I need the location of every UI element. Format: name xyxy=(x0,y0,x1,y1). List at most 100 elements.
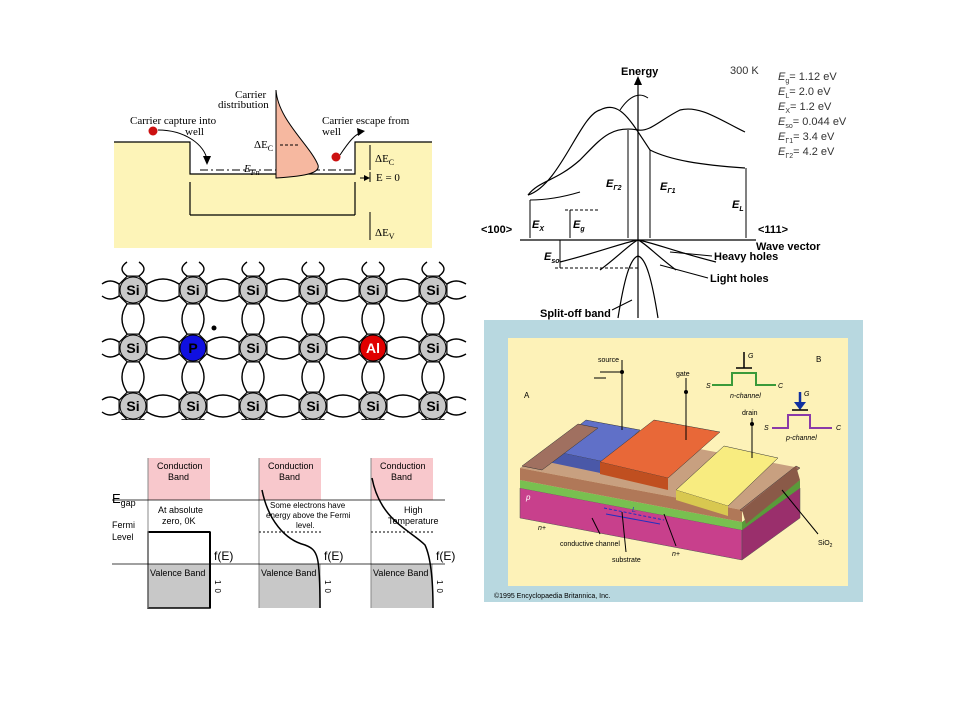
si-atom xyxy=(299,276,327,304)
e-zero-label: E = 0 xyxy=(376,172,400,184)
ex-label: EX xyxy=(532,219,545,233)
captured-carrier-dot xyxy=(148,126,158,136)
si-atom xyxy=(179,276,207,304)
valence-band-1: Valence Band xyxy=(150,568,205,578)
source-label: source xyxy=(598,357,619,364)
capture-label-1: Carrier capture into xyxy=(130,115,217,127)
heavy-holes-label: Heavy holes xyxy=(714,251,778,263)
conduction-band-3a: Conduction xyxy=(380,461,426,471)
band-param-5: EΓ2= 4.2 eV xyxy=(778,146,835,160)
si-atom-label: Si xyxy=(426,398,439,414)
aluminum-atom xyxy=(359,334,387,362)
si-atom xyxy=(359,276,387,304)
gate-label: gate xyxy=(676,371,690,378)
si-atom-label: Si xyxy=(246,398,259,414)
conduction-band-2b: Band xyxy=(279,472,300,482)
si-atom-label: Si xyxy=(306,340,319,356)
si-atom xyxy=(239,392,267,420)
substrate-label: substrate xyxy=(612,557,641,564)
band-param-2: EX= 1.2 eV xyxy=(778,101,832,115)
si-atom-label: Si xyxy=(426,282,439,298)
band-param-0: Eg= 1.12 eV xyxy=(778,71,837,85)
si-atom-label: Si xyxy=(126,398,139,414)
si-atom-label: Si xyxy=(246,282,259,298)
extra-electron-dot xyxy=(211,325,217,331)
panel2-text-2: energy above the Fermi xyxy=(266,511,351,520)
phosphorus-atom xyxy=(179,334,207,362)
p-symbol-c: C xyxy=(836,425,842,432)
egamma1-label: EΓ1 xyxy=(660,181,676,195)
valence-band-3: Valence Band xyxy=(373,568,428,578)
si-atom-label: Si xyxy=(126,282,139,298)
tick-labels-1: 10 xyxy=(213,580,222,593)
escaping-carrier-dot xyxy=(331,152,341,162)
tick-labels-3: 10 xyxy=(435,580,444,593)
si-atom xyxy=(299,334,327,362)
conduction-band-2a: Conduction xyxy=(268,461,314,471)
fe-label-2: f(E) xyxy=(324,549,343,563)
n-symbol-c: C xyxy=(778,383,784,390)
valence-band-2: Valence Band xyxy=(261,568,316,578)
distribution-label-1: Carrier xyxy=(235,89,266,101)
conduction-band-1a: Conduction xyxy=(157,461,203,471)
n-channel-label: n-channel xyxy=(730,393,761,400)
fe-label-1: f(E) xyxy=(214,549,233,563)
capture-label-2: well xyxy=(185,126,204,138)
si-atom xyxy=(359,392,387,420)
panel1-text-2: zero, 0K xyxy=(162,516,196,526)
si-atom xyxy=(119,392,147,420)
band-param-4: EΓ1= 3.4 eV xyxy=(778,131,835,145)
wave-vector-label: Wave vector xyxy=(756,241,821,253)
eg-label: Eg xyxy=(573,219,585,233)
escape-label-1: Carrier escape from xyxy=(322,115,410,127)
temperature-label: 300 K xyxy=(730,65,759,77)
conduction-band-1b: Band xyxy=(168,472,189,482)
egamma2-label: EΓ2 xyxy=(606,178,622,192)
si-atom xyxy=(419,276,447,304)
drain-label: drain xyxy=(742,410,758,417)
n-symbol-s: S xyxy=(706,383,711,390)
si-atom-label: Si xyxy=(366,282,379,298)
fe-label-3: f(E) xyxy=(436,549,455,563)
panel1-text-1: At absolute xyxy=(158,505,203,515)
si-atom xyxy=(239,334,267,362)
band-param-1: EL= 2.0 eV xyxy=(778,86,831,100)
panel2-text-3: level. xyxy=(296,521,315,530)
split-off-band-label: Split-off band xyxy=(540,308,611,320)
si-atom-label: Si xyxy=(306,398,319,414)
direction-111-label: <111> xyxy=(758,224,788,236)
panel2-text-1: Some electrons have xyxy=(270,501,346,510)
si-atom-label: Si xyxy=(306,282,319,298)
si-atom xyxy=(119,276,147,304)
n-plus-left-label: n+ xyxy=(538,525,546,532)
n-plus-right-label: n+ xyxy=(672,551,680,558)
panel3-text-2: Temperature xyxy=(388,516,439,526)
si-atom-label: Si xyxy=(426,340,439,356)
conduction-band-3b: Band xyxy=(391,472,412,482)
p-symbol-g: G xyxy=(804,391,810,398)
si-atom xyxy=(419,392,447,420)
fermi-level-label-2: Level xyxy=(112,532,134,542)
escape-label-2: well xyxy=(322,126,341,138)
n-symbol-g: G xyxy=(748,353,754,360)
phosphorus-atom-label: P xyxy=(188,340,197,356)
si-atom-label: Si xyxy=(246,340,259,356)
mosfet-illustration: A B source gate drain p n+ n+ conductive… xyxy=(484,320,863,602)
energy-axis-label: Energy xyxy=(621,66,659,78)
si-atom xyxy=(119,334,147,362)
si-atom xyxy=(299,392,327,420)
si-atom-label: Si xyxy=(186,398,199,414)
delta-ec-right-label: ΔEC xyxy=(375,153,394,167)
fermi-distribution-diagram: Egap Fermi Level Conduction Band Conduct… xyxy=(112,458,455,609)
sio2-label: SiO2 xyxy=(818,540,833,549)
quantum-well-diagram: Carrier capture into well Carrier distri… xyxy=(114,89,432,248)
tick-labels-2: 10 xyxy=(323,580,332,593)
p-region-label: p xyxy=(525,493,531,502)
eso-label: Eso xyxy=(544,251,560,265)
si-atom xyxy=(239,276,267,304)
fermi-level-label: EFn xyxy=(243,163,260,177)
light-holes-label: Light holes xyxy=(710,273,769,285)
